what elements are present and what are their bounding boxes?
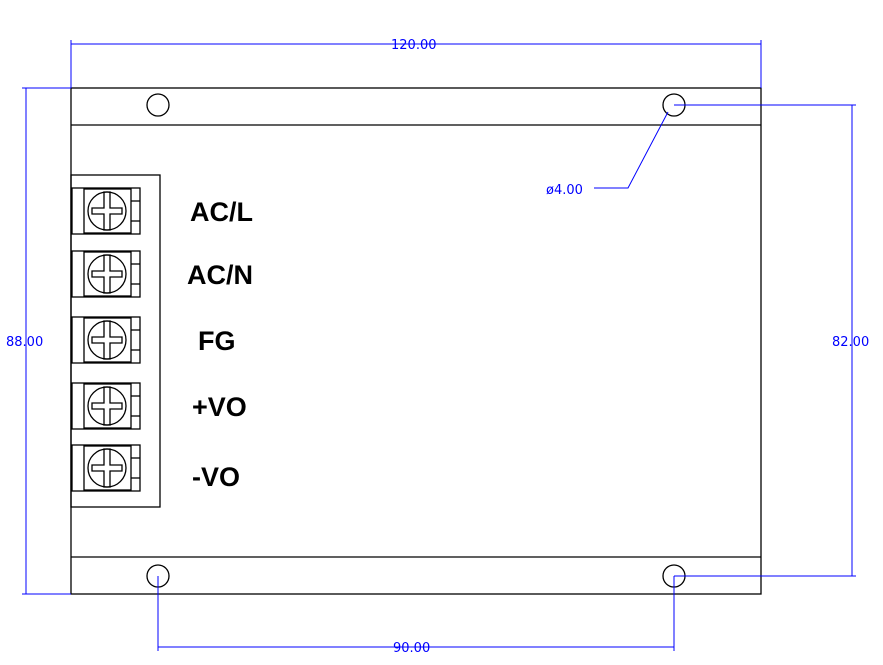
terminal-label-acl: AC/L bbox=[190, 197, 253, 227]
terminal-screw bbox=[71, 250, 141, 298]
hole-vertical-dimension: 82.00 bbox=[674, 104, 869, 577]
hole-horizontal-value: 90.00 bbox=[393, 641, 430, 656]
cross-slot-icon bbox=[91, 448, 123, 488]
terminal-screw bbox=[71, 187, 141, 235]
width-value: 120.00 bbox=[391, 38, 437, 53]
hole-vertical-value: 82.00 bbox=[832, 335, 869, 350]
screw-head-icon bbox=[87, 386, 127, 426]
terminal-screw bbox=[71, 382, 141, 430]
screw-head-icon bbox=[87, 254, 127, 294]
cross-slot-icon bbox=[91, 320, 123, 360]
terminal-screw bbox=[71, 444, 141, 492]
hole-horizontal-dimension: 90.00 bbox=[157, 576, 675, 656]
terminal-screw bbox=[71, 316, 141, 364]
hole-diameter-value: ø4.00 bbox=[546, 183, 583, 198]
terminal-label-acn: AC/N bbox=[187, 260, 253, 290]
screw-head-icon bbox=[87, 191, 127, 231]
screw-head-icon bbox=[87, 320, 127, 360]
terminal-label-vo-plus: +VO bbox=[192, 392, 247, 422]
mount-hole-top-left bbox=[146, 93, 170, 117]
height-value: 88.00 bbox=[6, 335, 43, 350]
cross-slot-icon bbox=[91, 386, 123, 426]
terminal-label-vo-minus: -VO bbox=[192, 462, 240, 492]
terminal-label-fg: FG bbox=[198, 326, 236, 356]
cross-slot-icon bbox=[91, 191, 123, 231]
cross-slot-icon bbox=[91, 254, 123, 294]
terminal-block bbox=[70, 174, 161, 508]
enclosure-outline bbox=[70, 87, 762, 595]
width-dimension: 120.00 bbox=[70, 38, 762, 88]
height-dimension: 88.00 bbox=[6, 87, 71, 595]
screw-head-icon bbox=[87, 448, 127, 488]
hole-diameter-leader: ø4.00 bbox=[546, 111, 669, 198]
